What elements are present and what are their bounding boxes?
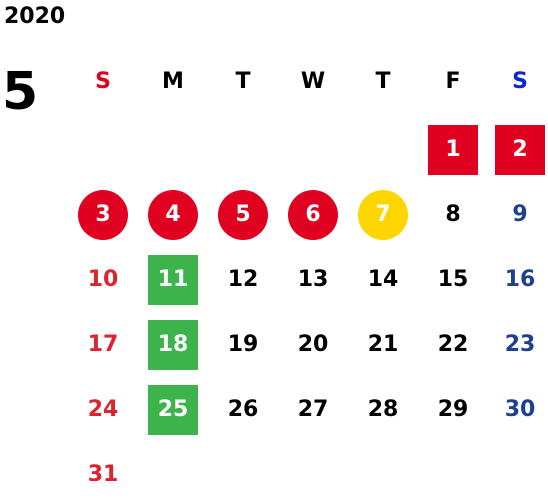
day-29[interactable]: 29 xyxy=(437,397,469,422)
day-3[interactable]: 3 xyxy=(78,190,128,240)
day-17[interactable]: 17 xyxy=(87,332,119,357)
day-21[interactable]: 21 xyxy=(367,332,399,357)
day-25[interactable]: 25 xyxy=(148,385,198,435)
weekday-header: M xyxy=(162,69,184,94)
day-24[interactable]: 24 xyxy=(87,397,119,422)
year-label: 2020 xyxy=(4,4,66,29)
day-8[interactable]: 8 xyxy=(445,202,461,227)
day-15[interactable]: 15 xyxy=(437,267,469,292)
day-12[interactable]: 12 xyxy=(227,267,259,292)
day-28[interactable]: 28 xyxy=(367,397,399,422)
weekday-header: F xyxy=(445,69,461,94)
day-2[interactable]: 2 xyxy=(495,125,545,175)
weekday-header: W xyxy=(300,69,326,94)
day-14[interactable]: 14 xyxy=(367,267,399,292)
weekday-header: S xyxy=(95,69,111,94)
day-22[interactable]: 22 xyxy=(437,332,469,357)
weekday-header: S xyxy=(512,69,528,94)
day-9[interactable]: 9 xyxy=(512,202,528,227)
day-16[interactable]: 16 xyxy=(504,267,536,292)
day-20[interactable]: 20 xyxy=(297,332,329,357)
day-6[interactable]: 6 xyxy=(288,190,338,240)
day-30[interactable]: 30 xyxy=(504,397,536,422)
day-26[interactable]: 26 xyxy=(227,397,259,422)
day-18[interactable]: 18 xyxy=(148,320,198,370)
day-1[interactable]: 1 xyxy=(428,125,478,175)
day-10[interactable]: 10 xyxy=(87,267,119,292)
weekday-header: T xyxy=(235,69,251,94)
day-13[interactable]: 13 xyxy=(297,267,329,292)
day-11[interactable]: 11 xyxy=(148,255,198,305)
day-5[interactable]: 5 xyxy=(218,190,268,240)
day-27[interactable]: 27 xyxy=(297,397,329,422)
month-number: 5 xyxy=(2,62,39,122)
day-31[interactable]: 31 xyxy=(87,462,119,487)
weekday-header: T xyxy=(375,69,391,94)
day-7[interactable]: 7 xyxy=(358,190,408,240)
day-23[interactable]: 23 xyxy=(504,332,536,357)
day-4[interactable]: 4 xyxy=(148,190,198,240)
day-19[interactable]: 19 xyxy=(227,332,259,357)
